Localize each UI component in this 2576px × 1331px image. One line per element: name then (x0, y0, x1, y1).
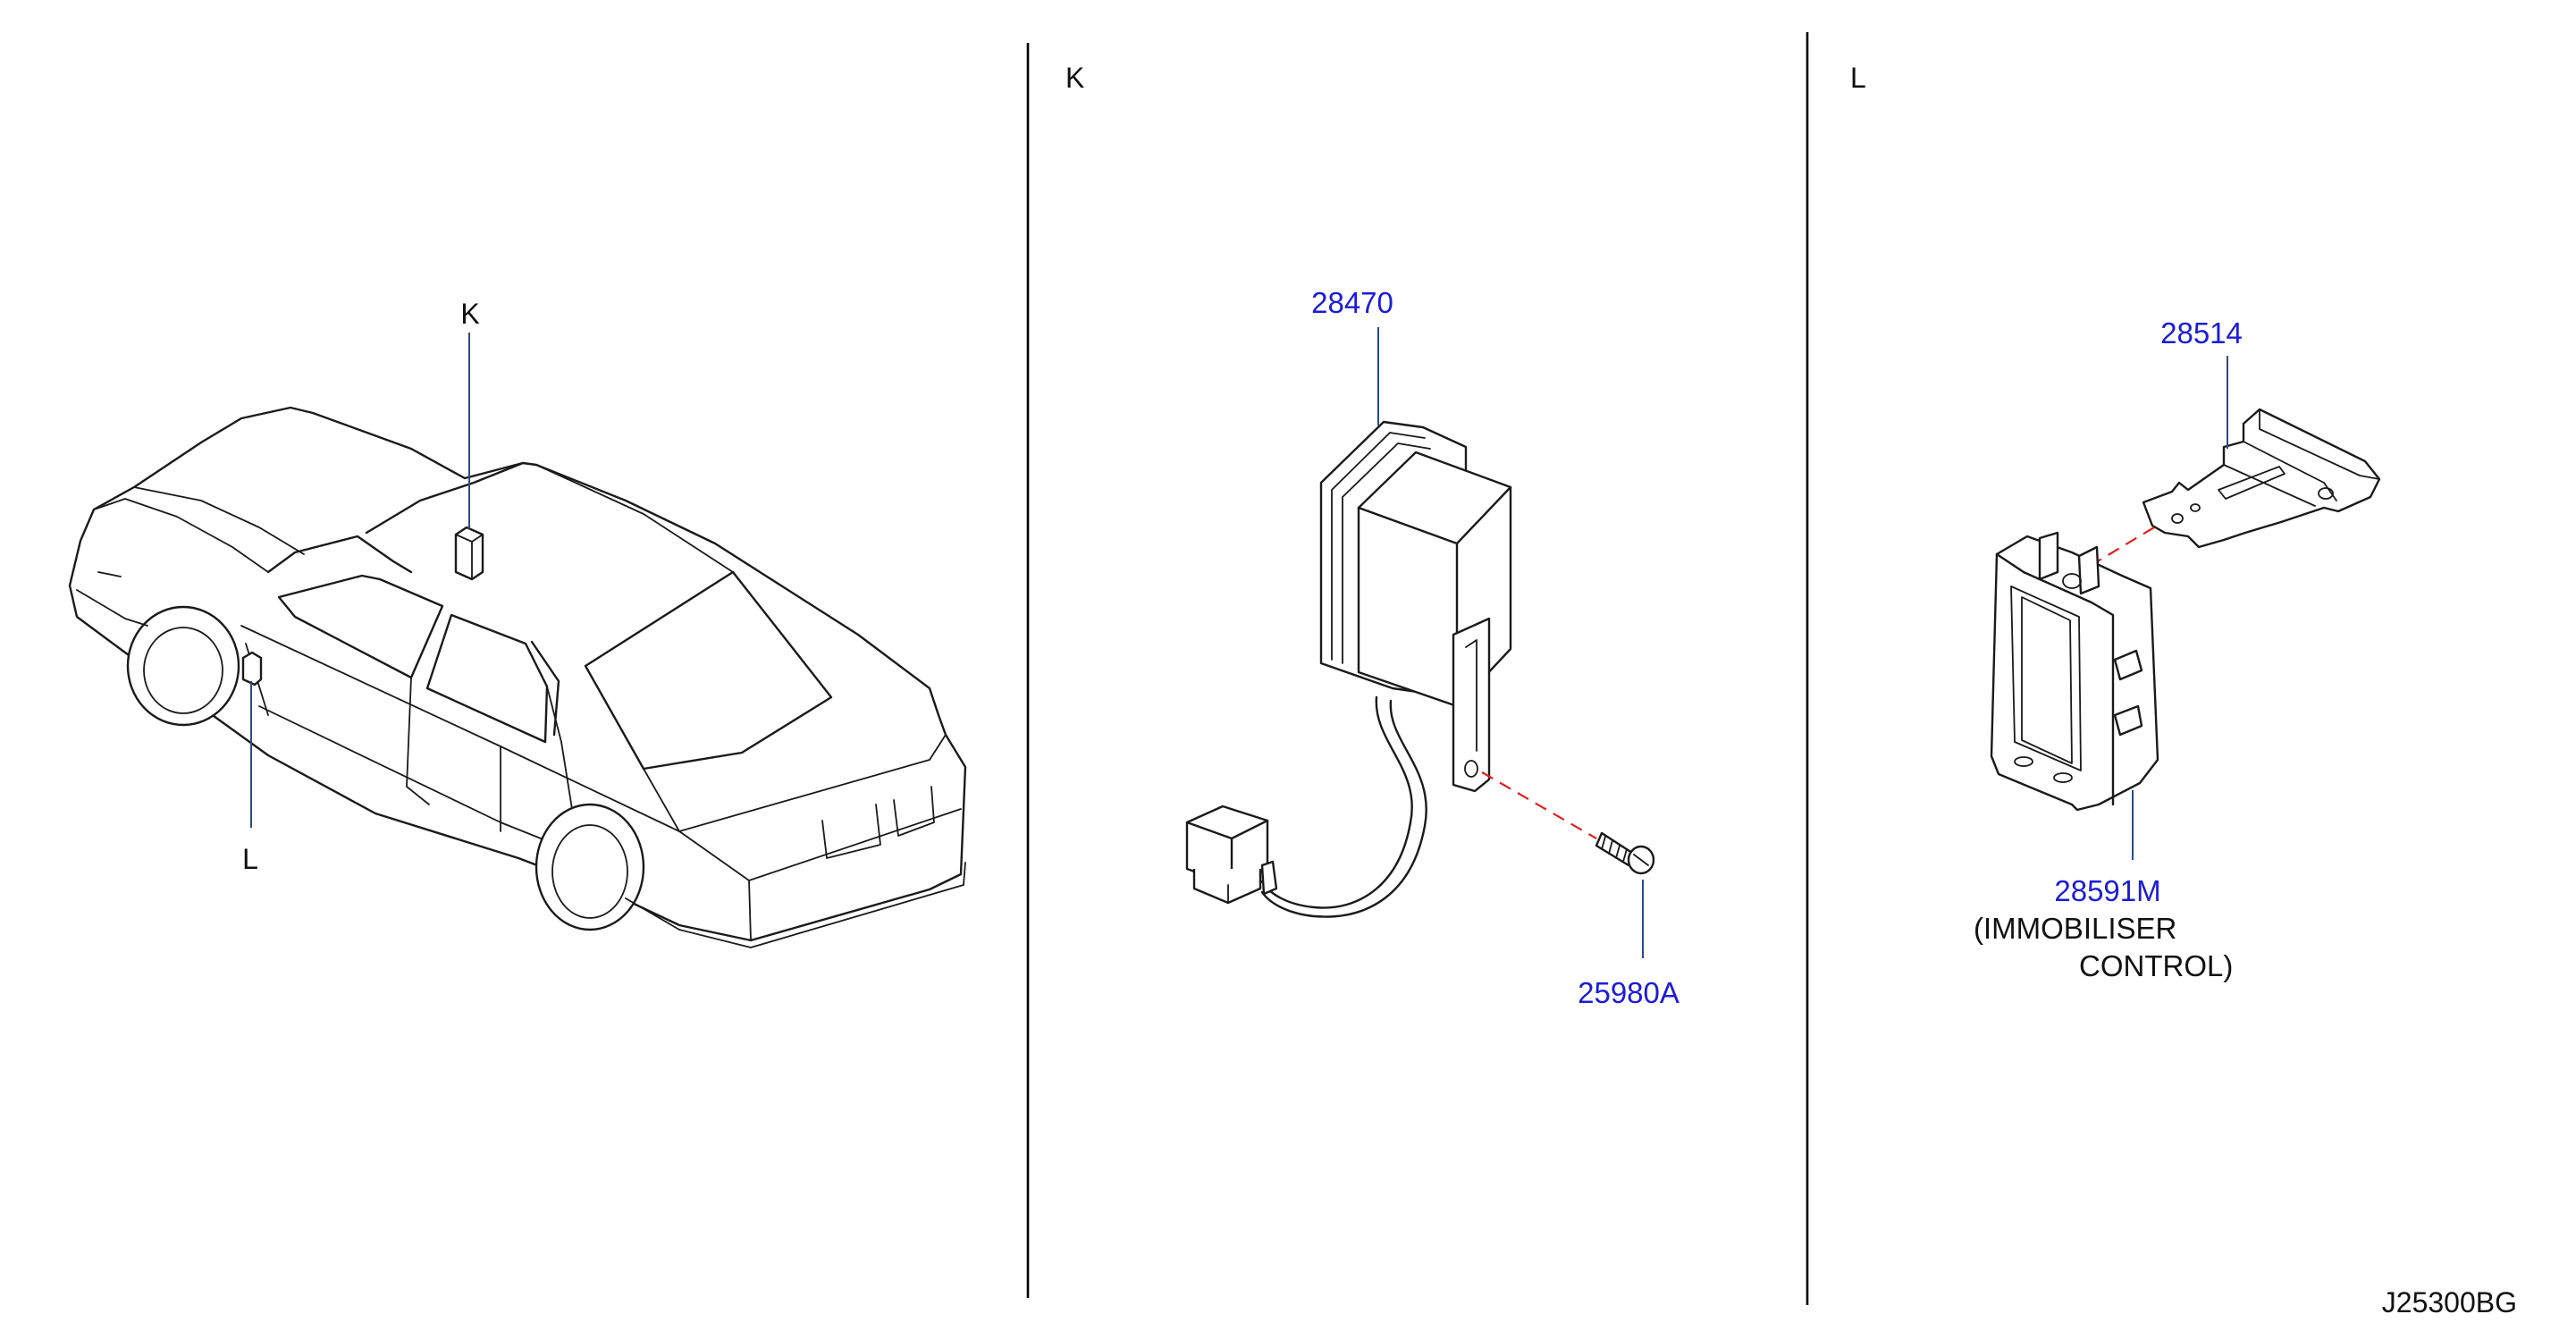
hidden-line-module-bracket (2091, 527, 2155, 566)
diagram-code: J25300BG (2382, 1286, 2517, 1318)
module-28591m-illustration (1990, 527, 2159, 812)
car-overview-illustration (68, 406, 967, 948)
panel-l-heading: L (1850, 62, 1866, 94)
panel-k-heading: K (1065, 62, 1084, 94)
callout-k-label: K (460, 298, 479, 330)
screw-25980a-illustration (1481, 771, 1655, 875)
module-note-line1: (IMMOBILISER (1974, 912, 2176, 945)
part-number-25980a[interactable]: 25980A (1578, 976, 1679, 1009)
callout-l-label: L (242, 843, 258, 875)
hidden-line-relay-screw (1481, 771, 1597, 839)
module-note-line2: CONTROL) (2079, 949, 2233, 982)
relay-28470-illustration (1185, 420, 1512, 918)
location-marker-l (241, 651, 263, 687)
part-number-28514[interactable]: 28514 (2160, 316, 2243, 350)
part-number-28591m[interactable]: 28591M (2054, 874, 2160, 907)
part-number-28470[interactable]: 28470 (1311, 286, 1393, 319)
bracket-28514-illustration (2142, 408, 2381, 549)
location-marker-k (454, 526, 484, 581)
